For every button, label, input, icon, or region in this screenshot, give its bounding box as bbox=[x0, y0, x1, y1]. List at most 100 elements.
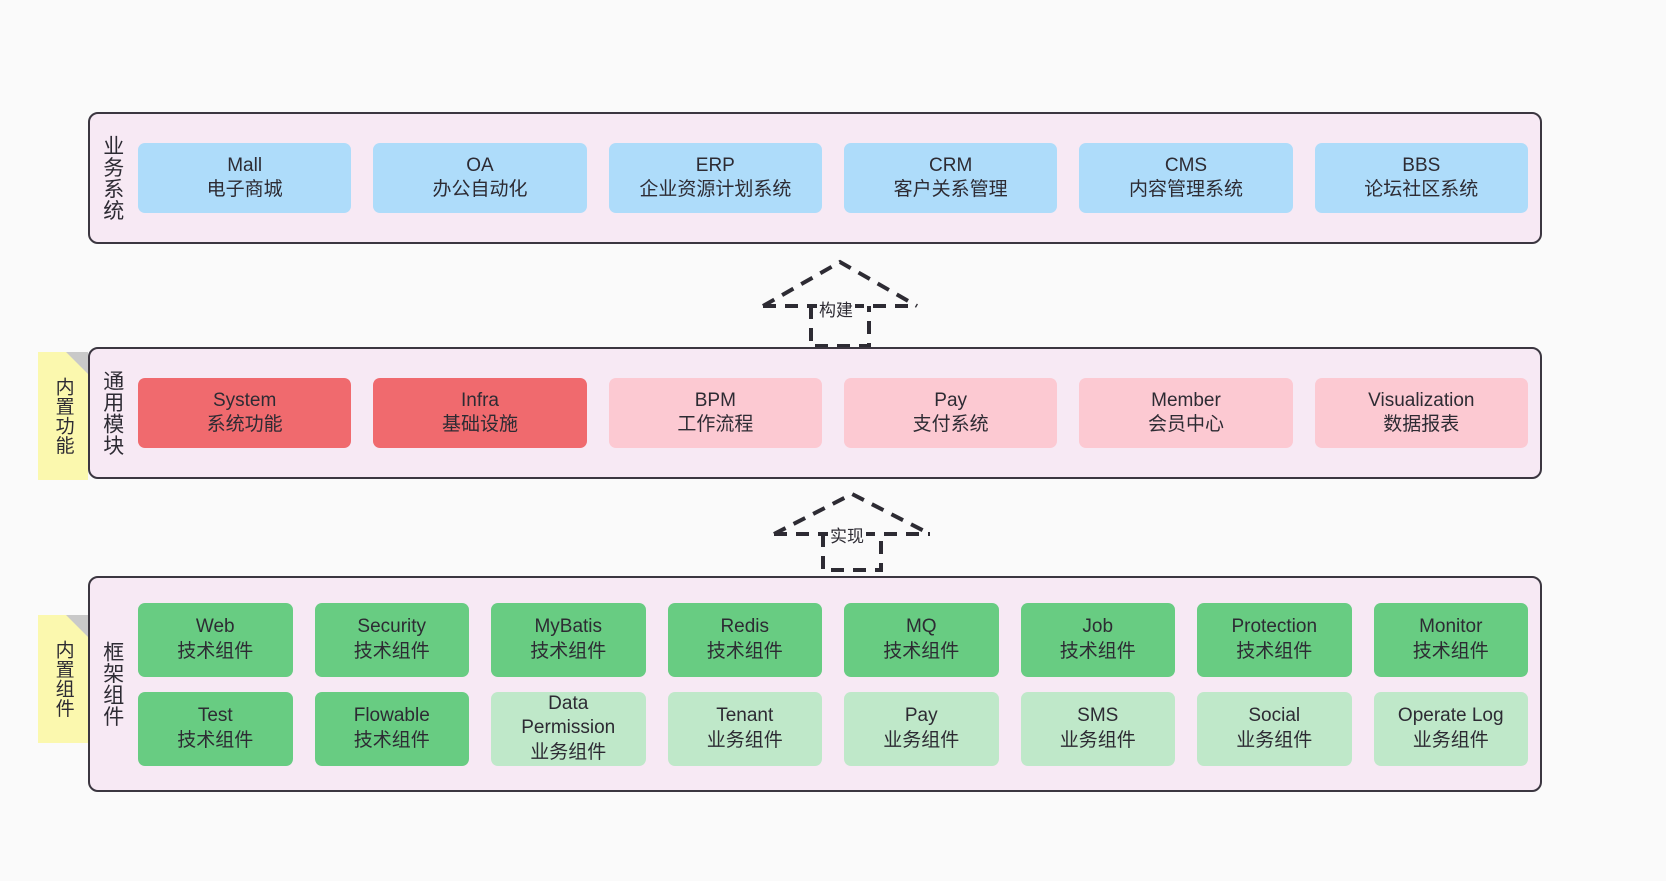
card-title-en: Protection bbox=[1231, 616, 1318, 638]
card-title-en: Test bbox=[197, 705, 233, 727]
card-title-en: MyBatis bbox=[534, 616, 603, 638]
card-title-cn: 会员中心 bbox=[1147, 414, 1224, 435]
sticky-note-builtin-function: 内置功能 bbox=[38, 352, 88, 480]
connector-implement: 实现 bbox=[760, 490, 950, 572]
card-title-en: MQ bbox=[905, 616, 937, 638]
card-bbs[interactable]: BBS 论坛社区系统 bbox=[1314, 143, 1528, 213]
card-pay-component[interactable]: Pay 业务组件 bbox=[844, 691, 999, 766]
layer-body-framework-component: Web 技术组件 Security 技术组件 MyBatis 技术组件 Redi… bbox=[134, 578, 1540, 790]
card-title-en: Security bbox=[357, 616, 427, 638]
card-web[interactable]: Web 技术组件 bbox=[138, 602, 293, 677]
card-title-cn: 电子商城 bbox=[206, 179, 283, 200]
card-oa[interactable]: OA 办公自动化 bbox=[373, 143, 587, 213]
card-sms[interactable]: SMS 业务组件 bbox=[1020, 691, 1175, 766]
layer-common-module: 通用模块 System 系统功能 Infra 基础设施 BPM 工作流程 Pay… bbox=[88, 347, 1542, 479]
card-title-en: Member bbox=[1151, 389, 1221, 411]
card-social[interactable]: Social 业务组件 bbox=[1197, 691, 1352, 766]
card-title-en: Flowable bbox=[353, 705, 430, 727]
card-title-en: Redis bbox=[720, 616, 770, 638]
card-title-cn: 系统功能 bbox=[206, 414, 283, 435]
card-title-en: Web bbox=[195, 616, 235, 638]
card-bpm[interactable]: BPM 工作流程 bbox=[608, 378, 822, 448]
card-operate-log[interactable]: Operate Log 业务组件 bbox=[1373, 691, 1528, 766]
card-redis[interactable]: Redis 技术组件 bbox=[667, 602, 822, 677]
connector-build: 构建 bbox=[745, 258, 935, 348]
card-title-cn: 业务组件 bbox=[1412, 729, 1489, 751]
card-title-cn: 技术组件 bbox=[706, 640, 783, 662]
card-title-cn: 技术组件 bbox=[353, 729, 430, 751]
sticky-note-builtin-component: 内置组件 bbox=[38, 615, 88, 743]
card-infra[interactable]: Infra 基础设施 bbox=[373, 378, 587, 448]
card-title-en: Pay bbox=[904, 705, 938, 727]
card-title-cn: 论坛社区系统 bbox=[1364, 179, 1479, 200]
card-tenant[interactable]: Tenant 业务组件 bbox=[667, 691, 822, 766]
card-title-en: CRM bbox=[929, 154, 973, 176]
card-title-en: Visualization bbox=[1368, 389, 1475, 411]
card-title-en: Operate Log bbox=[1397, 705, 1504, 727]
card-title-cn: 业务组件 bbox=[883, 729, 960, 751]
connector-label-build: 构建 bbox=[817, 296, 855, 321]
card-crm[interactable]: CRM 客户关系管理 bbox=[843, 143, 1058, 213]
card-title-cn: 基础设施 bbox=[441, 414, 518, 435]
card-title-cn: 工作流程 bbox=[677, 414, 754, 435]
card-title-cn: 客户关系管理 bbox=[893, 179, 1008, 200]
card-title-cn: 业务组件 bbox=[1236, 729, 1313, 751]
card-title-cn: 技术组件 bbox=[1236, 640, 1313, 662]
card-title-en: Tenant bbox=[716, 705, 774, 727]
sticky-note-label: 内置功能 bbox=[52, 377, 74, 455]
card-system[interactable]: System 系统功能 bbox=[138, 378, 352, 448]
card-title-en: CMS bbox=[1164, 154, 1208, 176]
card-mq[interactable]: MQ 技术组件 bbox=[844, 602, 999, 677]
layer-body-common-module: System 系统功能 Infra 基础设施 BPM 工作流程 Pay 支付系统… bbox=[134, 349, 1540, 477]
card-title-en: Infra bbox=[460, 389, 499, 411]
card-title-en: Monitor bbox=[1419, 616, 1483, 638]
card-title-cn: 技术组件 bbox=[1412, 640, 1489, 662]
card-title-en: Data Permission bbox=[521, 693, 616, 739]
card-erp[interactable]: ERP 企业资源计划系统 bbox=[608, 143, 822, 213]
card-title-cn: 业务组件 bbox=[706, 729, 783, 751]
card-title-cn: 技术组件 bbox=[530, 640, 607, 662]
card-title-cn: 业务组件 bbox=[1059, 729, 1136, 751]
card-mall[interactable]: Mall 电子商城 bbox=[138, 143, 352, 213]
card-title-cn: 企业资源计划系统 bbox=[639, 179, 792, 200]
card-mybatis[interactable]: MyBatis 技术组件 bbox=[491, 602, 646, 677]
card-pay[interactable]: Pay 支付系统 bbox=[843, 378, 1058, 448]
card-title-cn: 内容管理系统 bbox=[1128, 179, 1243, 200]
card-title-en: Social bbox=[1248, 705, 1301, 727]
layer-body-business-system: Mall 电子商城 OA 办公自动化 ERP 企业资源计划系统 CRM 客户关系… bbox=[134, 114, 1540, 242]
card-title-cn: 技术组件 bbox=[1059, 640, 1136, 662]
card-security[interactable]: Security 技术组件 bbox=[314, 602, 469, 677]
card-title-en: Pay bbox=[934, 389, 968, 411]
card-title-cn: 技术组件 bbox=[177, 729, 254, 751]
card-visualization[interactable]: Visualization 数据报表 bbox=[1314, 378, 1528, 448]
card-title-en: BBS bbox=[1402, 154, 1441, 176]
connector-label-implement: 实现 bbox=[828, 522, 866, 547]
card-job[interactable]: Job 技术组件 bbox=[1020, 602, 1175, 677]
sticky-note-label: 内置组件 bbox=[52, 640, 74, 718]
card-monitor[interactable]: Monitor 技术组件 bbox=[1373, 602, 1528, 677]
card-data-permission[interactable]: Data Permission 业务组件 bbox=[491, 691, 646, 766]
card-title-en: ERP bbox=[695, 154, 735, 176]
card-title-en: SMS bbox=[1077, 705, 1119, 727]
layer-title-common-module: 通用模块 bbox=[100, 370, 124, 456]
card-cms[interactable]: CMS 内容管理系统 bbox=[1079, 143, 1293, 213]
card-test[interactable]: Test 技术组件 bbox=[138, 691, 293, 766]
card-title-en: Job bbox=[1082, 616, 1114, 638]
card-protection[interactable]: Protection 技术组件 bbox=[1197, 602, 1352, 677]
card-row: Mall 电子商城 OA 办公自动化 ERP 企业资源计划系统 CRM 客户关系… bbox=[138, 143, 1528, 213]
card-title-en: System bbox=[212, 389, 277, 411]
card-member[interactable]: Member 会员中心 bbox=[1079, 378, 1293, 448]
layer-title-business-system: 业务系统 bbox=[100, 135, 124, 221]
page-fold-icon bbox=[66, 615, 88, 637]
card-title-en: OA bbox=[466, 154, 494, 176]
card-flowable[interactable]: Flowable 技术组件 bbox=[314, 691, 469, 766]
card-row: Web 技术组件 Security 技术组件 MyBatis 技术组件 Redi… bbox=[138, 602, 1528, 677]
card-title-cn: 支付系统 bbox=[912, 414, 989, 435]
card-title-en: Mall bbox=[227, 154, 263, 176]
layer-business-system: 业务系统 Mall 电子商城 OA 办公自动化 ERP 企业资源计划系统 CRM… bbox=[88, 112, 1542, 244]
card-row: System 系统功能 Infra 基础设施 BPM 工作流程 Pay 支付系统… bbox=[138, 378, 1528, 448]
page-fold-icon bbox=[66, 352, 88, 374]
card-title-cn: 技术组件 bbox=[177, 640, 254, 662]
card-title-cn: 业务组件 bbox=[530, 741, 607, 763]
